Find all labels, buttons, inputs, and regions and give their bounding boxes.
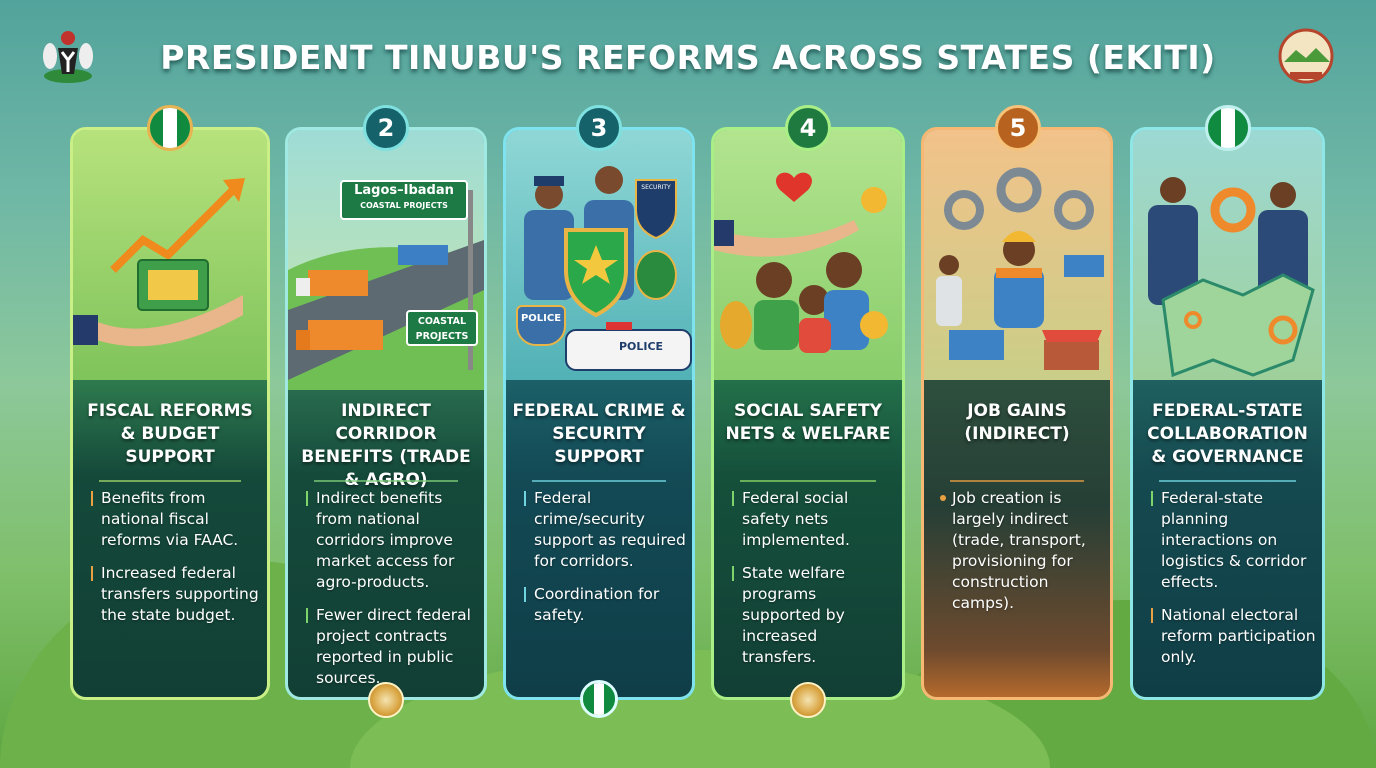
bullet-item: Increased federal transfers supporting t… bbox=[91, 563, 261, 626]
page-title: PRESIDENT TINUBU'S REFORMS ACROSS STATES… bbox=[160, 37, 1216, 77]
bullet-item: Federal crime/security support as requir… bbox=[524, 488, 686, 572]
bullet-item: National electoral reform participation … bbox=[1151, 605, 1316, 668]
family-welfare-illustration bbox=[714, 150, 902, 390]
highway-trucks-illustration: Lagos–Ibadan COASTAL PROJECTS COASTAL PR… bbox=[288, 150, 484, 390]
police-shield-label: POLICE bbox=[516, 305, 566, 346]
bullet-item: Indirect benefits from national corridor… bbox=[306, 488, 478, 593]
step-number-badge: 5 bbox=[995, 105, 1041, 151]
card-heading: FEDERAL-STATE COLLABORATION & GOVERNANCE bbox=[1147, 401, 1308, 467]
card-job-gains: JOB GAINS (INDIRECT) Job creation is lar… bbox=[921, 127, 1113, 700]
handshake-map-illustration bbox=[1133, 150, 1322, 390]
bullet-item: Federal-state planning interactions on l… bbox=[1151, 488, 1316, 593]
bullet-item: State welfare programs supported by incr… bbox=[732, 563, 896, 668]
nigeria-flag-badge bbox=[580, 680, 618, 718]
nigeria-flag-badge bbox=[147, 105, 193, 151]
card-crime-security: POLICE POLICE SECURITY FEDERAL CRIME & S… bbox=[503, 127, 695, 700]
card-heading: FISCAL REFORMS & BUDGET SUPPORT bbox=[87, 401, 253, 467]
step-number-badge: 4 bbox=[785, 105, 831, 151]
lagos-ibadan-sign: Lagos–Ibadan COASTAL PROJECTS bbox=[340, 180, 468, 220]
bullet-item: Fewer direct federal project contracts r… bbox=[306, 605, 478, 689]
coastal-projects-sign: COASTAL PROJECTS bbox=[406, 310, 478, 346]
card-social-safety-nets: SOCIAL SAFETY NETS & WELFARE Federal soc… bbox=[711, 127, 905, 700]
step-number-badge: 3 bbox=[576, 105, 622, 151]
bullet-item: Coordination for safety. bbox=[524, 584, 686, 626]
card-federal-state-collaboration: FEDERAL-STATE COLLABORATION & GOVERNANCE… bbox=[1130, 127, 1325, 700]
bullet-item: Federal social safety nets implemented. bbox=[732, 488, 896, 551]
ekiti-seal-icon bbox=[790, 682, 826, 718]
workers-industry-illustration bbox=[924, 150, 1110, 390]
bullet-item: Benefits from national fiscal reforms vi… bbox=[91, 488, 261, 551]
card-corridor-benefits: Lagos–Ibadan COASTAL PROJECTS COASTAL PR… bbox=[285, 127, 487, 700]
nigeria-coat-of-arms-icon bbox=[36, 26, 100, 86]
money-growth-illustration bbox=[73, 150, 267, 390]
bullet-item: Job creation is largely indirect (trade,… bbox=[940, 488, 1104, 614]
card-heading: JOB GAINS (INDIRECT) bbox=[964, 401, 1070, 444]
card-heading: FEDERAL CRIME & SECURITY SUPPORT bbox=[512, 401, 686, 467]
police-security-illustration: POLICE POLICE SECURITY bbox=[506, 150, 692, 390]
card-heading: SOCIAL SAFETY NETS & WELFARE bbox=[725, 401, 891, 444]
nigeria-flag-badge bbox=[1205, 105, 1251, 151]
card-fiscal-reforms: FISCAL REFORMS & BUDGET SUPPORT Benefits… bbox=[70, 127, 270, 700]
ekiti-seal-icon bbox=[368, 682, 404, 718]
police-car-label: POLICE bbox=[618, 340, 664, 353]
card-heading: INDIRECT CORRIDOR BENEFITS (TRADE & AGRO… bbox=[301, 401, 471, 490]
step-number-badge: 2 bbox=[363, 105, 409, 151]
security-badge-label: SECURITY bbox=[641, 184, 671, 191]
ekiti-state-seal-icon bbox=[1276, 26, 1340, 86]
